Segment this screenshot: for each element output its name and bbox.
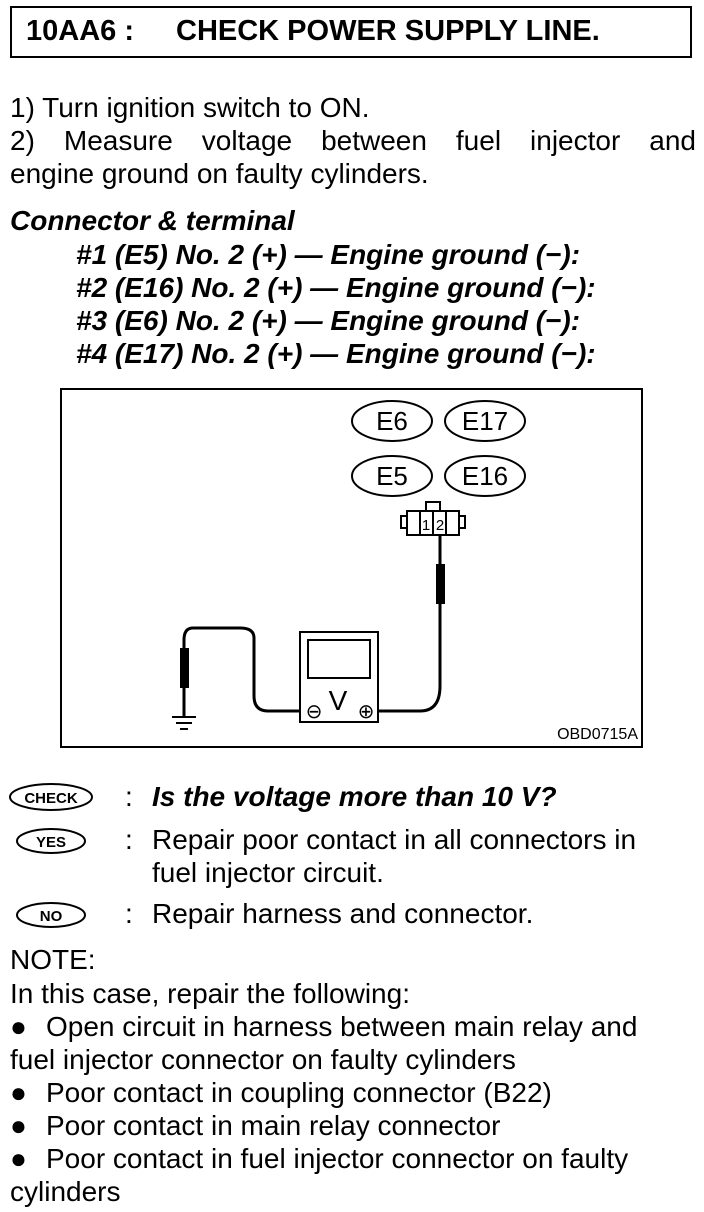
yes-colon: : <box>125 824 133 855</box>
connector-heading: Connector & terminal <box>10 205 295 236</box>
section-header: 10AA6 : CHECK POWER SUPPLY LINE. <box>10 6 692 58</box>
terminal-item-1: #1 (E5) No. 2 (+) — Engine ground (−): <box>76 239 581 270</box>
svg-text:E17: E17 <box>462 406 508 436</box>
pin-1-label: 1 <box>422 517 430 534</box>
note-bullet-3: ●Poor contact in main relay connector <box>10 1110 501 1141</box>
connector-label-e16: E16 <box>444 455 526 497</box>
svg-text:YES: YES <box>36 834 66 851</box>
check-question: Is the voltage more than 10 V? <box>152 781 557 812</box>
check-colon: : <box>125 781 133 812</box>
measurement-diagram: E6 E17 E5 E16 1 2 V ⊖ ⊕ <box>60 388 643 748</box>
bullet-icon: ● <box>10 1011 27 1042</box>
connector-label-e6: E6 <box>351 400 433 442</box>
svg-text:NO: NO <box>40 908 63 925</box>
note-bullet-2: ●Poor contact in coupling connector (B22… <box>10 1077 552 1108</box>
section-title: CHECK POWER SUPPLY LINE. <box>176 15 600 47</box>
yes-answer-line-2: fuel injector circuit. <box>152 857 384 888</box>
step-2-line-1: 2) Measure voltage between fuel injector… <box>10 125 696 156</box>
no-badge: NO <box>16 902 86 928</box>
positive-probe <box>436 564 445 604</box>
no-colon: : <box>125 898 133 929</box>
step-1: 1) Turn ignition switch to ON. <box>10 92 370 123</box>
test-leads <box>182 535 442 716</box>
section-code: 10AA6 : <box>26 15 134 47</box>
note-label: NOTE: <box>10 944 96 975</box>
note-bullet-1: ●Open circuit in harness between main re… <box>10 1011 638 1042</box>
svg-text:E6: E6 <box>376 406 408 436</box>
bullet-icon: ● <box>10 1110 27 1141</box>
svg-text:CHECK: CHECK <box>24 790 78 807</box>
voltmeter-minus: ⊖ <box>306 699 323 723</box>
pin-2-label: 2 <box>436 517 444 534</box>
yes-answer-line-1: Repair poor contact in all connectors in <box>152 824 637 855</box>
voltmeter: V ⊖ ⊕ <box>299 631 379 723</box>
bullet-icon: ● <box>10 1143 27 1174</box>
no-answer: Repair harness and connector. <box>152 898 534 929</box>
connector-label-e5: E5 <box>351 455 433 497</box>
voltmeter-plus: ⊕ <box>358 699 375 723</box>
terminal-item-3: #3 (E6) No. 2 (+) — Engine ground (−): <box>76 305 581 336</box>
injector-connector <box>400 501 466 536</box>
svg-text:E16: E16 <box>462 461 508 491</box>
note-bullet-4: ●Poor contact in fuel injector connector… <box>10 1143 629 1174</box>
ground-symbol <box>172 716 196 730</box>
check-badge: CHECK <box>9 783 93 811</box>
svg-text:E5: E5 <box>376 461 408 491</box>
terminal-item-2: #2 (E16) No. 2 (+) — Engine ground (−): <box>76 272 596 303</box>
note-bullet-4-cont: cylinders <box>10 1176 121 1207</box>
connector-label-e17: E17 <box>444 400 526 442</box>
figure-id: OBD0715A <box>557 726 638 743</box>
negative-probe <box>180 648 189 688</box>
terminal-item-4: #4 (E17) No. 2 (+) — Engine ground (−): <box>76 338 596 369</box>
step-2-line-2: engine ground on faulty cylinders. <box>10 158 429 189</box>
voltmeter-symbol: V <box>329 685 348 716</box>
yes-badge: YES <box>16 828 86 854</box>
note-intro: In this case, repair the following: <box>10 978 410 1009</box>
note-bullet-1-cont: fuel injector connector on faulty cylind… <box>10 1044 516 1075</box>
bullet-icon: ● <box>10 1077 27 1108</box>
